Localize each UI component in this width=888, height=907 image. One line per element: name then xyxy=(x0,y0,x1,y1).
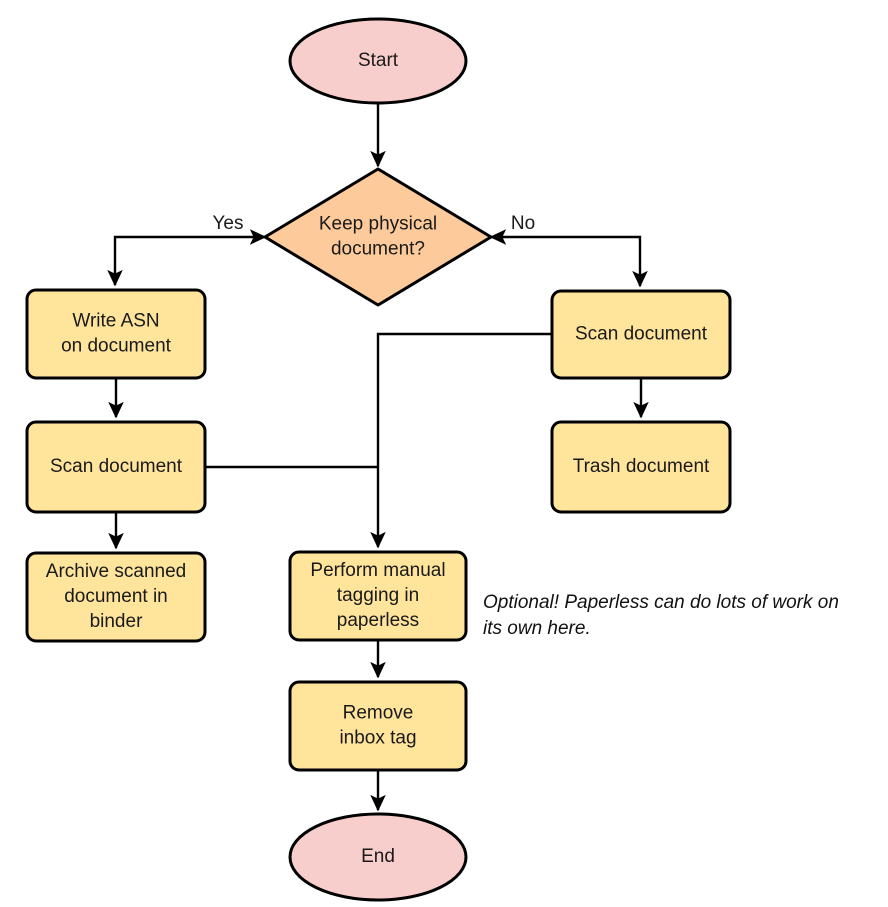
node-trash[interactable]: Trash document xyxy=(550,420,732,514)
node-write-asn[interactable]: Write ASN on document xyxy=(25,288,207,380)
node-end[interactable]: End xyxy=(288,812,468,902)
edges-layer: Yes No xyxy=(107,103,649,812)
node-label: paperless xyxy=(337,610,419,631)
node-label: binder xyxy=(90,611,143,632)
annotation-line: Optional! Paperless can do lots of work … xyxy=(483,592,839,613)
node-label: Keep physical xyxy=(319,214,437,235)
node-label: End xyxy=(361,846,395,867)
annotation-optional-note: Optional! Paperless can do lots of work … xyxy=(483,592,839,639)
edge-path xyxy=(489,229,648,288)
node-scan-right[interactable]: Scan document xyxy=(550,289,732,380)
node-label: Remove xyxy=(343,703,414,724)
node-label: on document xyxy=(61,336,172,357)
node-label: Trash document xyxy=(573,456,710,477)
annotations-layer: Optional! Paperless can do lots of work … xyxy=(483,592,839,639)
node-ellipse xyxy=(288,812,468,902)
node-rect xyxy=(25,288,207,380)
edge-label-yes: Yes xyxy=(213,213,244,234)
node-diamond xyxy=(263,167,493,307)
node-rect xyxy=(288,680,468,772)
node-rect xyxy=(288,550,468,642)
node-archive-binder[interactable]: Archive scanned document in binder xyxy=(25,551,207,643)
node-start[interactable]: Start xyxy=(288,17,468,105)
node-label: inbox tag xyxy=(339,728,416,749)
node-label: tagging in xyxy=(337,585,419,606)
edge-decision-yes-to-write-asn: Yes xyxy=(107,213,267,287)
node-label: Scan document xyxy=(575,324,708,345)
node-ellipse xyxy=(288,17,468,105)
edge-path xyxy=(370,332,552,549)
node-label: Perform manual xyxy=(310,560,445,581)
edge-scan-right-to-manual-tagging xyxy=(370,332,552,549)
node-label: Start xyxy=(358,50,399,71)
node-rect xyxy=(25,420,207,514)
node-label: Scan document xyxy=(50,456,183,477)
edge-label-no: No xyxy=(511,213,535,234)
node-remove-inbox-tag[interactable]: Remove inbox tag xyxy=(288,680,468,772)
node-manual-tagging[interactable]: Perform manual tagging in paperless xyxy=(288,550,468,642)
node-label: document in xyxy=(64,586,168,607)
node-scan-left[interactable]: Scan document xyxy=(25,420,207,514)
node-rect xyxy=(550,420,732,514)
edge-path xyxy=(107,229,267,287)
node-label: Archive scanned xyxy=(46,561,186,582)
node-label: Write ASN xyxy=(72,311,159,332)
node-keep-physical[interactable]: Keep physical document? xyxy=(263,167,493,307)
node-rect xyxy=(550,289,732,380)
annotation-line: its own here. xyxy=(483,618,591,639)
node-rect xyxy=(25,551,207,643)
edge-decision-no-to-scan-right: No xyxy=(489,213,648,288)
node-label: document? xyxy=(331,239,425,260)
